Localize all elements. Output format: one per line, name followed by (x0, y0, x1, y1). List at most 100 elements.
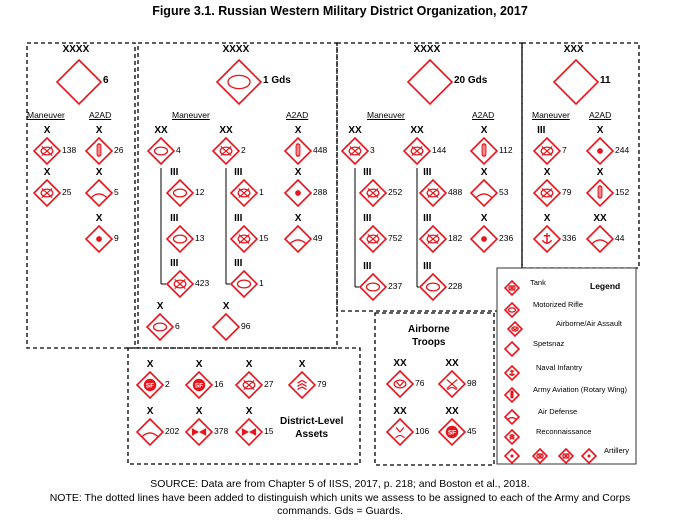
unit-sf-16-symbol: SF (184, 370, 214, 400)
cmd-6-symbol (55, 58, 103, 106)
unit-336-designation: 336 (562, 233, 577, 243)
unit-236-designation: 236 (499, 233, 514, 243)
cmd-20gds-echelon: XXXX (413, 44, 441, 55)
unit-448-echelon: X (294, 125, 302, 136)
unit-488-echelon: III (423, 167, 432, 178)
unit-96-symbol (211, 312, 241, 342)
unit-79-recon-symbol (287, 370, 317, 400)
unit-sf-16-echelon: X (195, 359, 203, 370)
unit-138-echelon: X (43, 125, 51, 136)
unit-76-symbol (385, 369, 415, 399)
legend-recon-label: Reconnaissance (536, 427, 592, 436)
hdr-20gds-a2ad: A2AD (472, 110, 495, 120)
unit-15-eng-symbol (234, 417, 264, 447)
unit-423-designation: 423 (195, 278, 210, 288)
unit-15-designation: 15 (259, 233, 269, 243)
unit-488-designation: 488 (448, 187, 463, 197)
unit-76-designation: 76 (415, 378, 425, 388)
unit-53-echelon: X (480, 167, 488, 178)
legend-naval-infantry-icon (503, 364, 521, 382)
unit-1-tank-echelon: III (234, 167, 243, 178)
unit-1-tank-symbol (229, 178, 259, 208)
district-assets-label: District-Level Assets (280, 416, 344, 440)
cmd-6-designation: 6 (103, 75, 109, 86)
unit-144-designation: 144 (432, 145, 447, 155)
svg-text:SF: SF (195, 382, 203, 389)
unit-152-echelon: X (596, 167, 604, 178)
unit-237-symbol (358, 272, 388, 302)
unit-106-symbol (385, 417, 415, 447)
legend-air-defense-label: Air Defense (538, 407, 578, 416)
unit-237-designation: 237 (388, 281, 403, 291)
unit-448-designation: 448 (313, 145, 328, 155)
hdr-11-maneuver: Maneuver (532, 110, 570, 120)
unit-sf-2-symbol: SF (135, 370, 165, 400)
unit-25-designation: 25 (62, 187, 72, 197)
district-assets-border (127, 347, 361, 465)
unit-25-symbol (32, 178, 62, 208)
unit-3-designation: 3 (370, 145, 375, 155)
legend-motorized-rifle-label: Motorized Rifle (533, 300, 584, 309)
legend-artillery-icon-2 (531, 447, 549, 465)
unit-244-designation: 244 (615, 145, 630, 155)
unit-15-eng-designation: 15 (264, 426, 274, 436)
unit-sf-2-designation: 2 (165, 379, 170, 389)
hdr-1gds-a2ad: A2AD (286, 110, 309, 120)
hdr-20gds-maneuver: Maneuver (367, 110, 405, 120)
unit-12-symbol (165, 178, 195, 208)
unit-244-echelon: X (596, 125, 604, 136)
unit-44-echelon: XX (593, 213, 607, 224)
unit-44-designation: 44 (615, 233, 625, 243)
unit-98-designation: 98 (467, 378, 477, 388)
cmd-20gds-designation: 20 Gds (454, 75, 488, 86)
unit-3-symbol (340, 136, 370, 166)
unit-9-echelon: X (95, 213, 103, 224)
legend-air-defense-icon (503, 408, 521, 426)
unit-182-echelon: III (423, 213, 432, 224)
legend-army-aviation-label: Army Aviation (Rotary Wing) (533, 385, 628, 394)
unit-27-echelon: X (245, 359, 253, 370)
source-note: SOURCE: Data are from Chapter 5 of IISS,… (150, 478, 530, 490)
unit-1-mr-symbol (229, 269, 259, 299)
unit-53-symbol (469, 178, 499, 208)
unit-25-echelon: X (43, 167, 51, 178)
unit-45-symbol: SF (437, 417, 467, 447)
legend-tank-label: Tank (530, 278, 546, 287)
legend-recon-icon (503, 428, 521, 446)
unit-244-symbol (585, 136, 615, 166)
unit-6-symbol (145, 312, 175, 342)
unit-45-designation: 45 (467, 426, 477, 436)
unit-182-designation: 182 (448, 233, 463, 243)
legend-airborne-label: Airborne/Air Assault (556, 319, 622, 328)
unit-228-echelon: III (423, 261, 432, 272)
legend-artillery-label: Artillery (604, 446, 630, 455)
unit-2-echelon: XX (219, 125, 233, 136)
unit-202-symbol (135, 417, 165, 447)
unit-423-echelon: III (170, 258, 179, 269)
unit-79-recon-echelon: X (298, 359, 306, 370)
legend-spetsnaz-label: Spetsnaz (533, 339, 565, 348)
footnote: NOTE: The dotted lines have been added t… (49, 492, 631, 517)
unit-4-designation: 4 (176, 145, 181, 155)
legend-airborne-icon (506, 320, 524, 338)
unit-1-mr-echelon: III (234, 258, 243, 269)
unit-26-designation: 26 (114, 145, 124, 155)
unit-138-designation: 138 (62, 145, 77, 155)
unit-112-symbol (469, 136, 499, 166)
legend-title: Legend (590, 281, 621, 291)
unit-12-echelon: III (170, 167, 179, 178)
unit-13-echelon: III (170, 213, 179, 224)
unit-6-echelon: X (156, 301, 164, 312)
cmd-11-designation: 11 (600, 75, 611, 86)
cmd-11-echelon: XXX (563, 44, 584, 55)
unit-752-echelon: III (363, 213, 372, 224)
legend-artillery-icon-4 (580, 447, 598, 465)
unit-79-tank-echelon: X (543, 167, 551, 178)
unit-144-echelon: XX (410, 125, 424, 136)
cmd-20gds-symbol (406, 58, 454, 106)
unit-44-symbol (585, 224, 615, 254)
unit-15-echelon: III (234, 213, 243, 224)
cmd-1gds-designation: 1 Gds (263, 75, 291, 86)
unit-252-echelon: III (363, 167, 372, 178)
